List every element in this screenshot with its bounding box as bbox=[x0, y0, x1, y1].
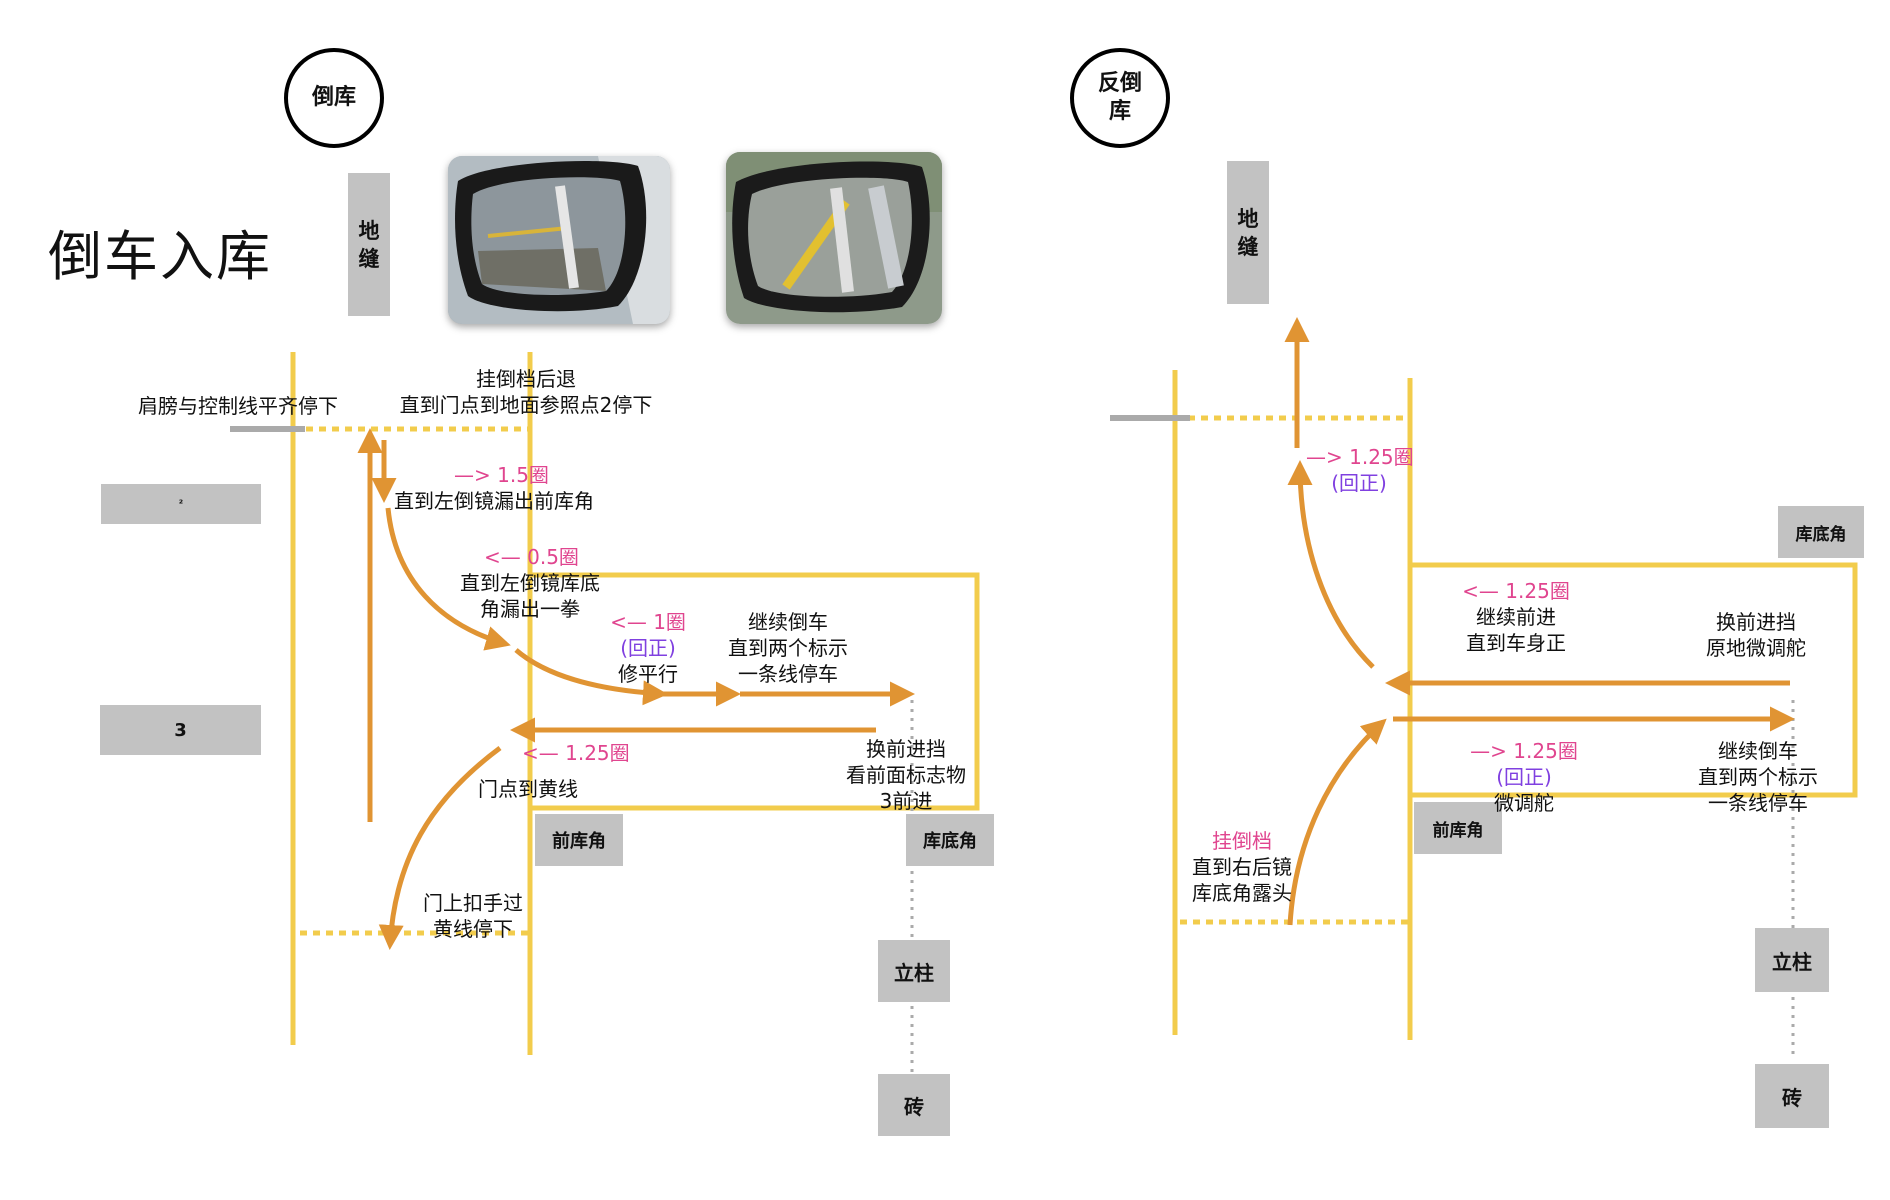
page-title: 倒车入库 bbox=[48, 225, 272, 288]
marker-box-small: ² bbox=[101, 484, 261, 524]
arrow-turn-up bbox=[1287, 460, 1375, 669]
right-start-line1: 直到右后镜 bbox=[1192, 855, 1292, 879]
step-forward-gear-line2: 看前面标志物 bbox=[846, 763, 966, 787]
left-arrows bbox=[357, 428, 915, 950]
right-reverse-line1: 继续倒车 bbox=[1718, 739, 1798, 763]
right-mid-line1: 继续前进 bbox=[1476, 605, 1556, 629]
step-turn-1-25: <— 1.25圈 bbox=[522, 741, 630, 765]
left-lanes bbox=[290, 352, 980, 1055]
step-stop-over-line2: 黄线停下 bbox=[433, 917, 513, 941]
right-section-badge: 反倒库 bbox=[1070, 48, 1170, 148]
step-reverse-gear: 挂倒档后退 直到门点到地面参照点2停下 bbox=[388, 366, 664, 418]
left-bottom-corner-label: 库底角 bbox=[906, 814, 994, 866]
right-lanes bbox=[1172, 370, 1858, 1040]
step-continue-reverse: 继续倒车 直到两个标示 一条线停车 bbox=[722, 609, 854, 687]
right-turn-top: —> 1.25圈 bbox=[1306, 445, 1414, 469]
right-return-low: (回正) bbox=[1496, 765, 1552, 789]
right-reverse-line2: 直到两个标示 bbox=[1698, 765, 1818, 789]
step-reverse-gear-line1: 挂倒档后退 bbox=[476, 367, 576, 391]
right-step-fine-tune: —> 1.25圈 (回正) 微调舵 bbox=[1468, 738, 1580, 816]
right-forward-line2: 原地微调舵 bbox=[1706, 636, 1806, 660]
step-turn-0-5: <— 0.5圈 bbox=[484, 545, 579, 569]
left-pillar-label: 立柱 bbox=[878, 940, 950, 1002]
step-bottom-corner-line2: 角漏出一拳 bbox=[480, 597, 580, 621]
step-continue-reverse-line3: 一条线停车 bbox=[738, 662, 838, 686]
left-ground-seam-box: 地缝 bbox=[348, 173, 390, 316]
right-step-continue-forward: <— 1.25圈 继续前进 直到车身正 bbox=[1448, 578, 1584, 656]
step-parallel: 修平行 bbox=[618, 662, 678, 686]
step-forward-gear: 换前进挡 看前面标志物 3前进 bbox=[836, 736, 976, 814]
step-turn-1-5: —> 1.5圈 bbox=[454, 463, 549, 487]
step-turn-1: <— 1圈 bbox=[610, 610, 686, 634]
right-arrows bbox=[1284, 317, 1795, 926]
right-step-forward-gear: 换前进挡 原地微调舵 bbox=[1696, 609, 1816, 661]
right-turn-low: —> 1.25圈 bbox=[1470, 739, 1578, 763]
right-start-turn: 挂倒档 bbox=[1212, 829, 1272, 853]
step-straighten: <— 1圈 (回正) 修平行 bbox=[610, 609, 686, 687]
step-front-corner-visible: 直到左倒镜漏出前库角 bbox=[394, 489, 594, 513]
marker-box-3: 3 bbox=[100, 705, 261, 755]
step-bottom-corner-fist: 直到左倒镜库底 角漏出一拳 bbox=[452, 570, 608, 622]
right-step-exit: —> 1.25圈 (回正) bbox=[1306, 444, 1414, 496]
step-forward-gear-line1: 换前进挡 bbox=[866, 737, 946, 761]
arrow-turn-2 bbox=[514, 648, 668, 706]
garage-outline bbox=[530, 572, 980, 811]
step-stop-over-line: 门上扣手过 黄线停下 bbox=[418, 890, 528, 942]
right-front-corner-label: 前库角 bbox=[1414, 802, 1502, 854]
step-reverse-gear-line2: 直到门点到地面参照点2停下 bbox=[399, 393, 653, 417]
right-return-top: (回正) bbox=[1331, 471, 1387, 495]
right-forward-line1: 换前进挡 bbox=[1716, 610, 1796, 634]
step-stop-over-line1: 门上扣手过 bbox=[423, 891, 523, 915]
right-mid-line2: 直到车身正 bbox=[1466, 631, 1566, 655]
right-ground-seam-box: 地缝 bbox=[1227, 161, 1269, 304]
right-start-line2: 库底角露头 bbox=[1192, 881, 1292, 905]
right-turn-mid: <— 1.25圈 bbox=[1462, 579, 1570, 603]
left-brick-label: 砖 bbox=[878, 1074, 950, 1136]
mirror-photo-1 bbox=[448, 156, 670, 324]
right-garage-outline bbox=[1410, 562, 1858, 798]
arrow-start-turn bbox=[1287, 718, 1387, 926]
step-forward-gear-line3: 3前进 bbox=[879, 789, 933, 813]
left-front-corner-label: 前库角 bbox=[535, 814, 623, 866]
right-brick-label: 砖 bbox=[1755, 1064, 1829, 1128]
right-bottom-corner-label: 库底角 bbox=[1778, 506, 1864, 558]
right-reverse-line3: 一条线停车 bbox=[1708, 791, 1808, 815]
step-shoulder-align: 肩膀与控制线平齐停下 bbox=[138, 394, 338, 418]
step-door-to-yellow: 门点到黄线 bbox=[478, 777, 578, 801]
mirror-photo-2 bbox=[726, 152, 942, 324]
right-fine-tune: 微调舵 bbox=[1494, 791, 1554, 815]
step-continue-reverse-line1: 继续倒车 bbox=[748, 610, 828, 634]
step-return-center: (回正) bbox=[620, 636, 676, 660]
left-section-badge: 倒库 bbox=[284, 48, 384, 148]
arrow-exit-turn bbox=[378, 745, 502, 950]
right-step-continue-reverse: 继续倒车 直到两个标示 一条线停车 bbox=[1688, 738, 1828, 816]
step-bottom-corner-line1: 直到左倒镜库底 bbox=[460, 571, 600, 595]
arrow-turn-1 bbox=[385, 507, 511, 651]
right-pillar-label: 立柱 bbox=[1755, 928, 1829, 992]
step-continue-reverse-line2: 直到两个标示 bbox=[728, 636, 848, 660]
right-step-start: 挂倒档 直到右后镜 库底角露头 bbox=[1182, 828, 1302, 906]
